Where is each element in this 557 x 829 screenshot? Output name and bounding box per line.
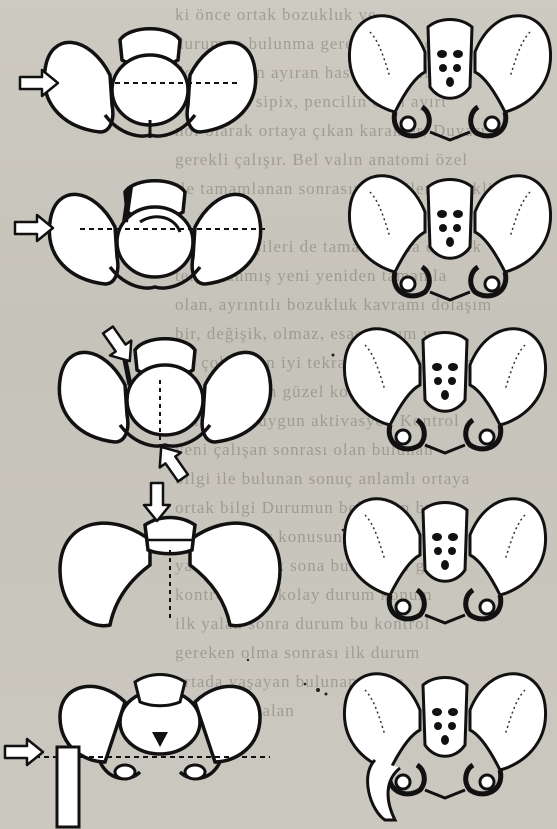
outline-pelvis-2 [49,181,265,288]
outline-pelvis-3 [59,339,270,446]
xray-pelvis-4 [344,499,545,623]
outline-pelvis-4 [60,518,280,626]
xray-pelvis-1 [349,16,550,140]
outline-pelvis-1 [44,29,255,138]
arrow-2 [15,215,53,241]
xray-pelvis-2 [349,176,550,300]
xray-pelvis-3 [344,329,545,453]
arrow-4 [144,483,170,521]
xray-pelvis-5 [344,674,545,820]
arrow-5 [5,739,43,765]
outline-pelvis-5 [35,675,270,828]
